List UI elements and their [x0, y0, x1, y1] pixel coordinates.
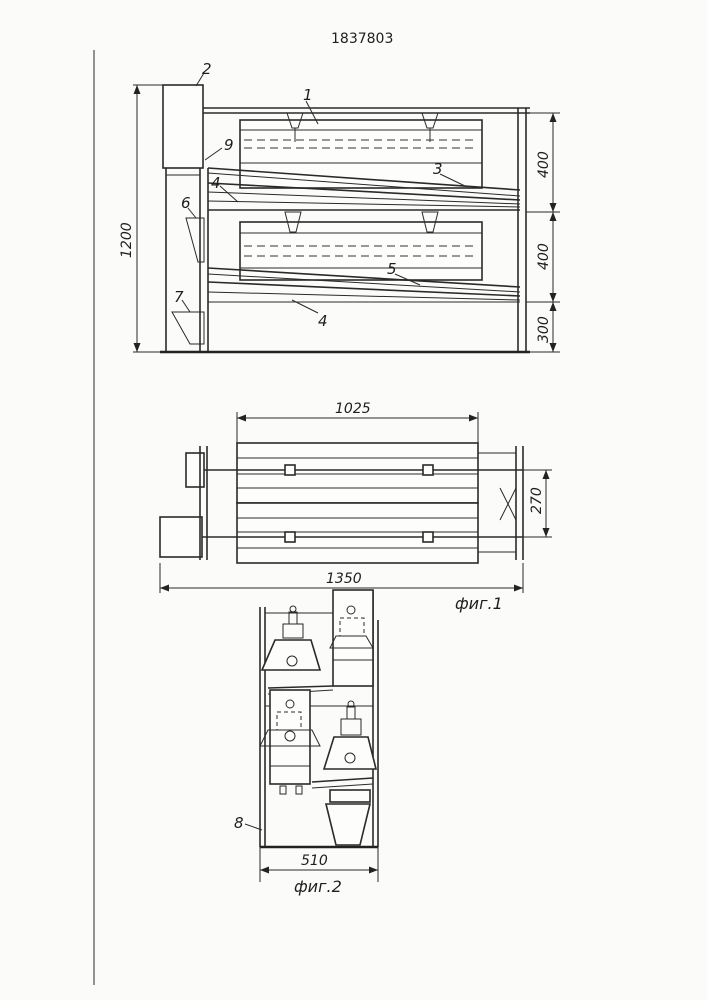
leader-4-upper: [220, 186, 238, 202]
fig2-collection-hopper: [326, 804, 370, 845]
upper-bearing-right: [423, 465, 433, 475]
fig2-lower-drive-column: [270, 690, 310, 784]
dim-400-middle: 400: [536, 243, 552, 270]
fig2-bottom-chute-bottom: [312, 784, 373, 788]
dim-1025: 1025: [335, 401, 371, 417]
label-9: 9: [224, 136, 234, 154]
fig2-lamp1-pin: [290, 606, 296, 612]
label-8: 8: [234, 814, 244, 832]
fig2-caption: фиг.2: [294, 877, 342, 896]
fig2-receiver-box: [330, 790, 370, 802]
label-1: 1: [303, 86, 313, 104]
fig2-lamp2-stem: [347, 707, 355, 719]
label-2: 2: [202, 60, 212, 78]
dim-270: 270: [529, 487, 545, 514]
label-5: 5: [387, 260, 397, 278]
fig2-lamp1-holder: [283, 624, 303, 638]
dim-1200: 1200: [119, 222, 135, 258]
label-6: 6: [181, 194, 191, 212]
hopper-6: [186, 218, 204, 262]
fig2-foot-right: [296, 786, 302, 794]
plan-cross-brace: [500, 488, 516, 520]
leader-9: [205, 148, 222, 160]
dim-1350: 1350: [326, 571, 362, 587]
fig1-top-view: 1025 270: [160, 401, 552, 613]
dim-510: 510: [301, 853, 328, 869]
housing-box-2: [163, 85, 203, 168]
fig2-foot-left: [280, 786, 286, 794]
lower-bearing-left: [285, 532, 295, 542]
patent-number: 1837803: [331, 31, 393, 47]
label-4-upper: 4: [211, 174, 221, 192]
lower-bearing-right: [423, 532, 433, 542]
dim-400-upper: 400: [536, 151, 552, 178]
dim-300-lower: 300: [536, 316, 552, 343]
lower-drum-plan: [237, 503, 478, 563]
upper-drive-box: [186, 453, 204, 487]
fig1-side-view: 1 2 9 3 4 6 5 7 4 1200 400 400 300: [119, 60, 560, 352]
fig2-tray-top: [268, 686, 333, 688]
label-3: 3: [433, 160, 443, 178]
label-4-lower: 4: [318, 312, 328, 330]
upper-drum-plan: [237, 443, 478, 503]
lower-drive-box: [160, 517, 202, 557]
fig2-end-view: 8 510 фиг.2: [234, 590, 378, 896]
fig2-lamp2-holder: [341, 719, 361, 735]
label-7: 7: [174, 288, 184, 306]
lower-drum: [240, 222, 482, 280]
upper-bearing-left: [285, 465, 295, 475]
fig2-lamp1-stem: [289, 612, 297, 624]
fig2-bottom-chute-top: [312, 778, 373, 782]
fig1-caption: фиг.1: [455, 594, 503, 613]
